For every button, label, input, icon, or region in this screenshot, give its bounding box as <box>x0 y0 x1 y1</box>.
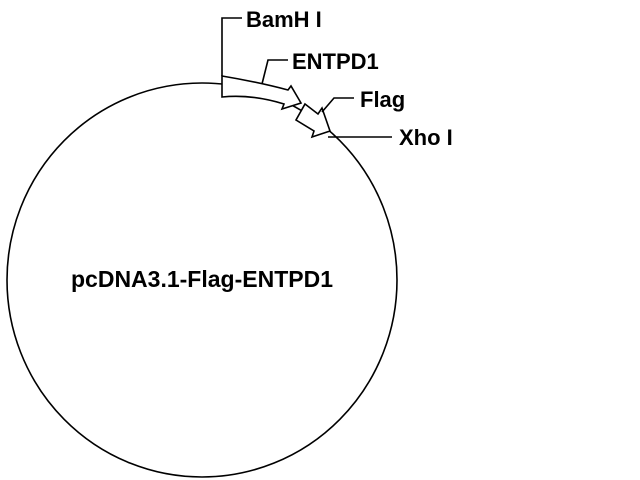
entpd1-leader-line <box>261 59 288 85</box>
flag-leader-line <box>321 97 354 113</box>
flag-tag-arrow <box>294 102 332 139</box>
flag-tag-label: Flag <box>360 87 405 112</box>
entpd1-insert-arrow <box>221 75 303 111</box>
xhoi-site-label: Xho I <box>399 125 453 150</box>
entpd1-gene-label: ENTPD1 <box>292 49 379 74</box>
plasmid-circle <box>6 82 398 478</box>
bamhi-leader-line <box>221 17 242 76</box>
bamhi-site-label: BamH I <box>246 7 322 32</box>
plasmid-name-label: pcDNA3.1-Flag-ENTPD1 <box>71 266 333 292</box>
